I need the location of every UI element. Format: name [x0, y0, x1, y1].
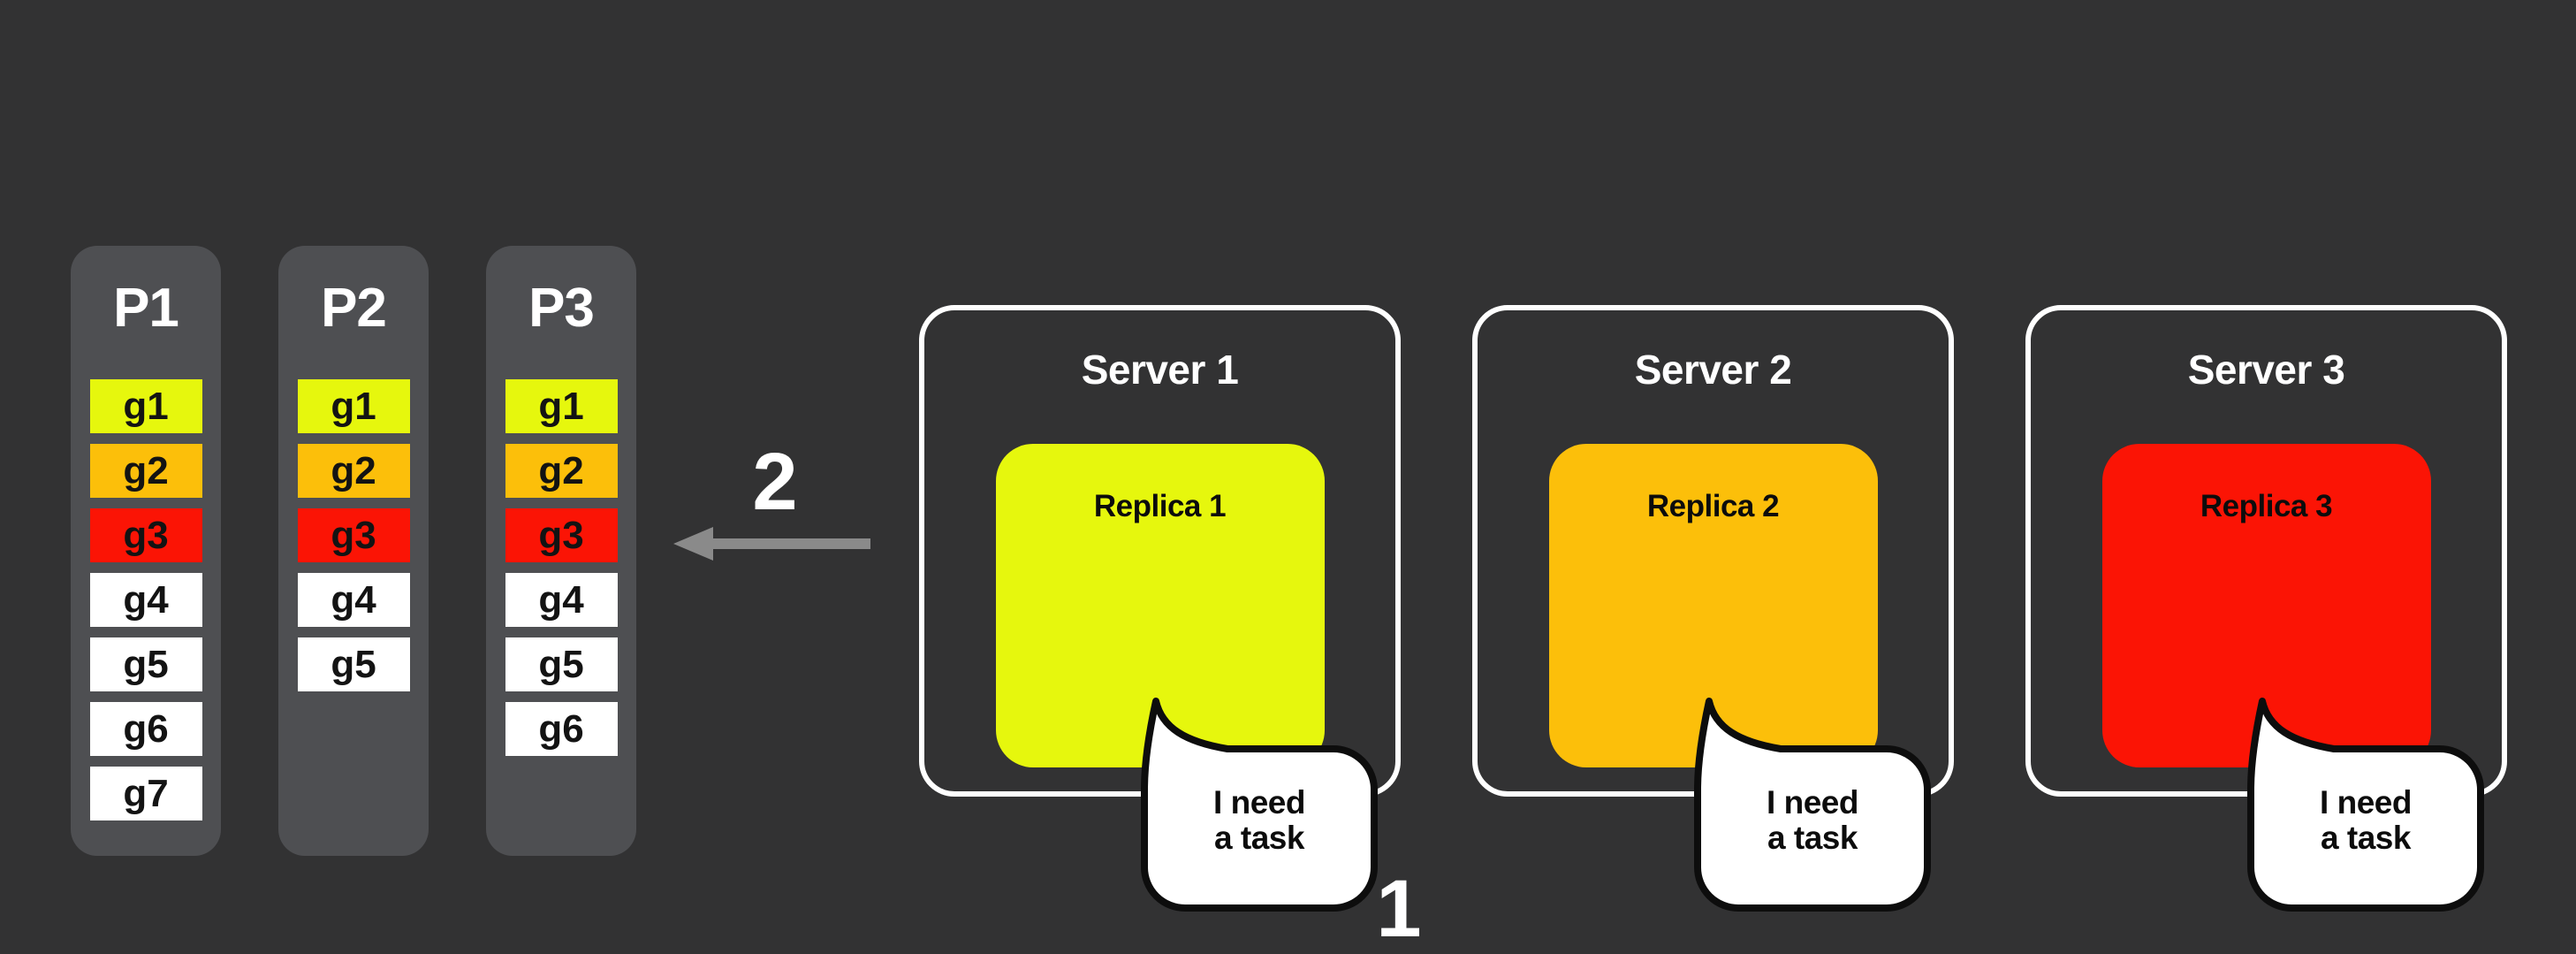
step-1-label: 1	[1376, 864, 1422, 954]
step-2-label: 2	[752, 437, 798, 527]
replica-label: Replica 2	[1646, 489, 1780, 523]
task-cell: g5	[89, 637, 202, 691]
task-cell: g6	[505, 702, 618, 756]
task-cell: g3	[297, 508, 410, 562]
speech-line-1: I need	[1213, 784, 1305, 820]
task-list: g1 g2 g3 g4 g5 g6 g7	[71, 379, 221, 820]
speech-line-1: I need	[1767, 784, 1858, 820]
speech-bubble-text: I need a task	[1137, 785, 1381, 856]
task-cell: g3	[89, 508, 202, 562]
task-list: g1 g2 g3 g4 g5	[278, 379, 429, 691]
replica-label: Replica 3	[2200, 489, 2333, 523]
speech-bubble-shape	[2247, 698, 2484, 912]
speech-line-1: I need	[2320, 784, 2412, 820]
speech-bubble-text: I need a task	[2244, 785, 2488, 856]
partition-title: P1	[113, 278, 179, 339]
server-title: Server 2	[1634, 347, 1792, 393]
speech-bubble-server-2: I need a task	[1691, 692, 1934, 921]
task-cell: g5	[297, 637, 410, 691]
partition-p3: P3 g1 g2 g3 g4 g5 g6	[486, 246, 636, 856]
task-cell: g2	[505, 444, 618, 498]
task-cell: g2	[89, 444, 202, 498]
speech-line-2: a task	[2321, 820, 2411, 856]
partition-title: P2	[321, 278, 387, 339]
task-cell: g1	[505, 379, 618, 433]
task-cell: g1	[89, 379, 202, 433]
partition-title: P3	[528, 278, 595, 339]
task-cell: g7	[89, 767, 202, 820]
speech-bubble-text: I need a task	[1691, 785, 1934, 856]
task-cell: g4	[505, 573, 618, 627]
task-cell: g4	[89, 573, 202, 627]
speech-line-2: a task	[1214, 820, 1304, 856]
arrow-left-icon	[673, 527, 870, 561]
speech-bubble-server-3: I need a task	[2244, 692, 2488, 921]
partition-p2: P2 g1 g2 g3 g4 g5	[278, 246, 429, 856]
speech-line-2: a task	[1767, 820, 1858, 856]
task-cell: g2	[297, 444, 410, 498]
task-cell: g3	[505, 508, 618, 562]
task-list: g1 g2 g3 g4 g5 g6	[486, 379, 636, 756]
speech-bubble-shape	[1141, 698, 1378, 912]
task-cell: g5	[505, 637, 618, 691]
speech-bubble-shape	[1694, 698, 1931, 912]
speech-bubble-server-1: I need a task	[1137, 692, 1381, 921]
server-title: Server 3	[2187, 347, 2345, 393]
replica-label: Replica 1	[1093, 489, 1227, 523]
task-cell: g1	[297, 379, 410, 433]
task-cell: g6	[89, 702, 202, 756]
partition-p1: P1 g1 g2 g3 g4 g5 g6 g7	[71, 246, 221, 856]
server-title: Server 1	[1081, 347, 1239, 393]
task-cell: g4	[297, 573, 410, 627]
